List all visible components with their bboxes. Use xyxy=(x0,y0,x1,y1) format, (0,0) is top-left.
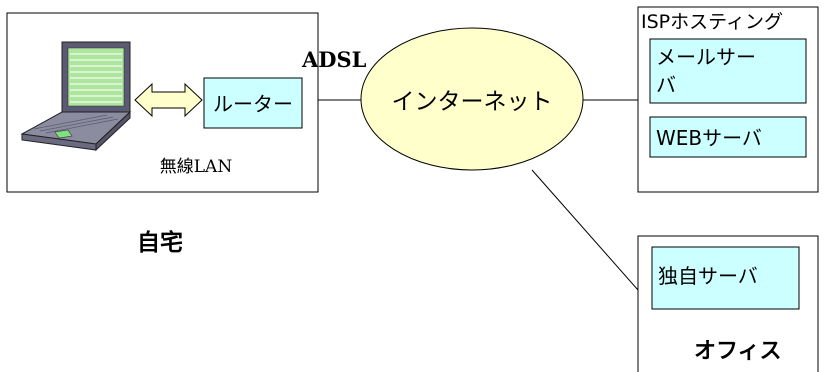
router-box: ルーター xyxy=(203,77,303,129)
mail-server-frame xyxy=(649,38,807,104)
web-server-box: WEBサーバ xyxy=(649,116,807,158)
office-server-label: 独自サーバ xyxy=(658,264,758,288)
laptop-icon xyxy=(20,41,132,152)
isp-hosting-box: ISPホスティング メールサー バ WEBサーバ xyxy=(637,6,819,193)
internet-cloud: インターネット xyxy=(360,27,584,171)
line-internet-to-office xyxy=(531,169,639,291)
home-label: 自宅 xyxy=(137,229,183,256)
home-box: ルーター 無線LAN xyxy=(6,12,319,193)
office-label: オフィス xyxy=(694,339,782,364)
internet-label: インターネット xyxy=(392,89,553,115)
web-server-label: WEBサーバ xyxy=(656,126,762,150)
mail-server-box: メールサー バ xyxy=(649,38,807,104)
mail-server-label-line2: バ xyxy=(656,73,676,97)
web-server-frame xyxy=(649,116,807,158)
office-server-frame xyxy=(651,246,800,310)
internet-ellipse xyxy=(360,27,584,171)
wireless-lan-label: 無線LAN xyxy=(160,157,233,177)
router-box-frame xyxy=(203,77,303,129)
office-server-box: 独自サーバ xyxy=(651,246,800,310)
double-arrow-icon xyxy=(134,82,203,118)
connection-lines xyxy=(318,99,639,291)
office-box: 独自サーバ オフィス xyxy=(637,235,819,372)
adsl-label: ADSL xyxy=(301,47,367,72)
isp-title: ISPホスティング xyxy=(641,11,783,33)
router-label: ルーター xyxy=(213,92,293,116)
mail-server-label-line1: メールサー xyxy=(656,45,756,69)
